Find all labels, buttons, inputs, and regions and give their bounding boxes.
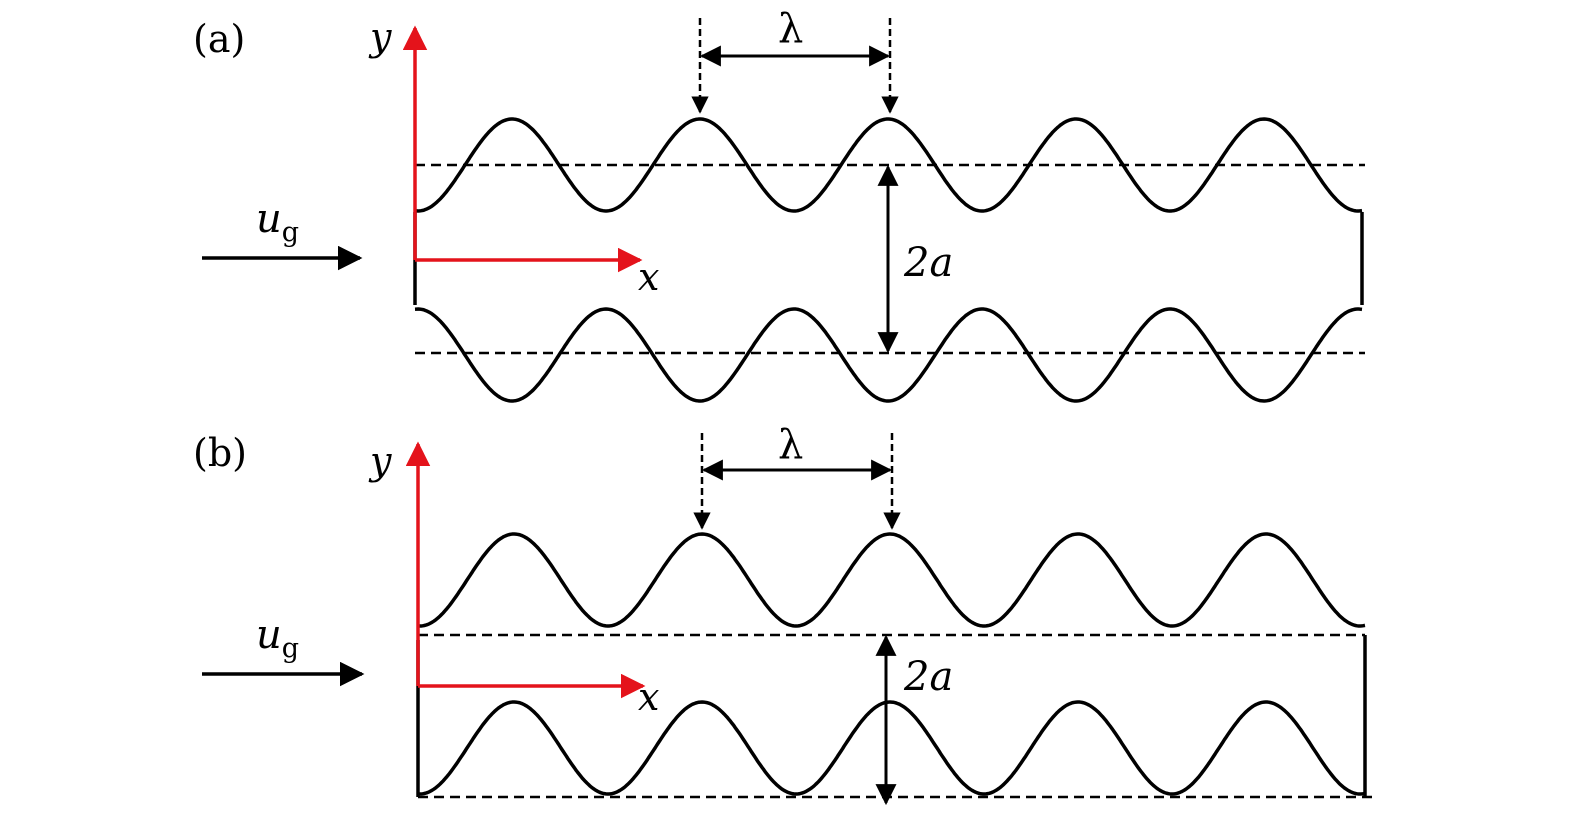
panel-b-upper-wave	[417, 532, 1366, 628]
panel-b-wavelength-label: λ	[778, 422, 803, 468]
panel-b-gap-label: 2a	[903, 654, 953, 700]
panel-b-y-label: y	[368, 439, 392, 483]
panel-a-flow-symbol: u	[256, 196, 282, 242]
panel-a-lower-wave	[414, 307, 1363, 403]
panel-b-flow-subscript: g	[282, 633, 299, 664]
panel-a-upper-wave	[414, 117, 1363, 213]
panel-b: (b) y x λ 2a ug	[193, 422, 1375, 806]
panel-a: (a) y x λ 2a ug	[193, 6, 1365, 403]
panel-b-label: (b)	[193, 431, 247, 475]
panel-a-y-label: y	[368, 15, 392, 59]
panel-a-flow-subscript: g	[282, 217, 299, 248]
panel-a-wavelength-label: λ	[778, 6, 803, 52]
panel-b-flow-symbol: u	[256, 612, 282, 658]
panel-a-label: (a)	[193, 17, 245, 61]
panel-b-flow-label: ug	[256, 612, 299, 664]
panel-b-x-label: x	[638, 675, 659, 719]
panel-a-flow-label: ug	[256, 196, 299, 248]
panel-a-gap-label: 2a	[903, 240, 953, 286]
panel-b-lower-wave	[417, 700, 1366, 796]
panel-a-x-label: x	[638, 255, 659, 299]
